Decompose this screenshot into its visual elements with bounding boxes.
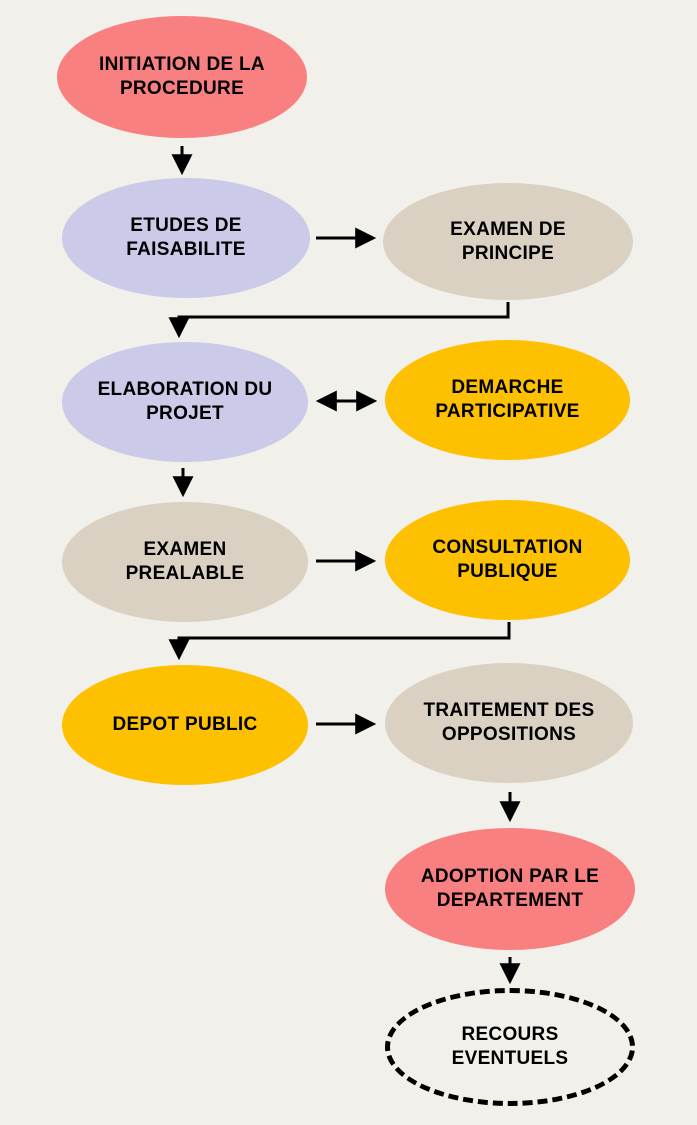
node-adoption-departement: ADOPTION PAR LE DEPARTEMENT	[385, 828, 635, 950]
node-demarche-participative: DEMARCHE PARTICIPATIVE	[385, 340, 630, 460]
node-depot-public: DEPOT PUBLIC	[62, 665, 308, 785]
elbow-arrow-consultation-to-depot	[168, 622, 511, 661]
node-recours-eventuels: RECOURS EVENTUELS	[385, 988, 635, 1106]
node-traitement-oppositions: TRAITEMENT DES OPPOSITIONS	[385, 663, 633, 783]
node-consultation-publique: CONSULTATION PUBLIQUE	[385, 500, 630, 620]
node-examen-principe: EXAMEN DE PRINCIPE	[383, 183, 633, 300]
node-etudes-faisabilite: ETUDES DE FAISABILITE	[62, 178, 310, 298]
node-elaboration-projet: ELABORATION DU PROJET	[62, 342, 308, 462]
node-examen-prealable: EXAMEN PREALABLE	[62, 502, 308, 622]
node-initiation-procedure: INITIATION DE LA PROCEDURE	[57, 16, 307, 138]
elbow-arrow-examen-principe-to-elaboration	[168, 302, 510, 339]
